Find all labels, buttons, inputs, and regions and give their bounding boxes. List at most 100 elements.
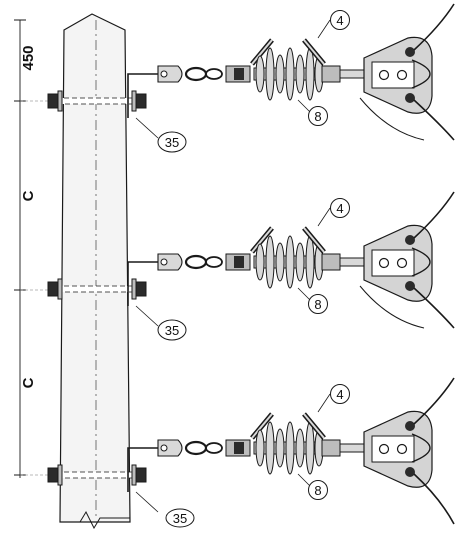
clamp-body <box>371 249 415 277</box>
tie-wire <box>359 285 425 329</box>
callout-8-text: 8 <box>314 109 321 124</box>
conductor-loop <box>411 247 431 277</box>
callout-8-bubble <box>308 294 328 314</box>
callout-35-bubble <box>157 131 187 153</box>
bolt-nut-left <box>47 467 59 483</box>
insulator-shed <box>255 243 265 281</box>
insulator-shed <box>255 429 265 467</box>
insulator-shed <box>295 428 305 468</box>
chain-link <box>184 440 208 456</box>
shackle-pin <box>160 444 168 452</box>
callout-4-bubble <box>330 198 350 218</box>
leader-line <box>135 117 159 139</box>
conductor-upper <box>413 3 455 51</box>
bolt-nut-right <box>135 467 147 483</box>
leader-line <box>297 99 311 113</box>
dimension-label-middle: C <box>20 190 37 201</box>
end-fitting <box>321 439 341 457</box>
bolt-nut-left <box>47 281 59 297</box>
socket-fitting-dark <box>234 256 244 268</box>
leader-line <box>317 207 331 227</box>
insulator-shed <box>305 47 315 101</box>
pole-body <box>59 13 131 523</box>
callout-4-text: 4 <box>336 387 343 402</box>
pole-break-line <box>60 510 130 530</box>
clamp-bolt <box>378 443 390 455</box>
insulator-assembly: 4 8 35 <box>47 377 455 528</box>
cotter-pin-highlight <box>303 227 325 253</box>
callout-8-text: 8 <box>314 483 321 498</box>
callout-8-text: 8 <box>314 297 321 312</box>
through-bolt <box>55 471 145 479</box>
plate-hole <box>405 47 415 57</box>
insulator-shed <box>285 421 295 475</box>
conductor-lower <box>413 287 455 329</box>
dimension-chain: 450 C C <box>14 19 52 478</box>
conductor-lower <box>413 473 455 525</box>
bolt-washer-right <box>131 464 137 486</box>
pole <box>59 13 131 530</box>
insulator-shed <box>285 47 295 101</box>
callout-4-text: 4 <box>336 201 343 216</box>
tie-wire <box>359 97 425 141</box>
cotter-pin-highlight <box>251 227 273 253</box>
bolt-nut-right <box>135 281 147 297</box>
cotter-pin-highlight <box>251 413 273 439</box>
clamp-bolt <box>396 443 408 455</box>
through-bolt <box>55 285 145 293</box>
dimension-label-top: 450 <box>20 45 37 70</box>
end-fitting <box>321 253 341 271</box>
pole-bracket <box>127 261 160 306</box>
insulator-shed <box>295 242 305 282</box>
pole-bracket <box>127 73 160 118</box>
insulator-assembly: 4 8 35 <box>47 3 455 153</box>
callout-35-bubble <box>157 319 187 341</box>
chain-link <box>205 442 223 454</box>
socket-fitting-dark <box>234 442 244 454</box>
callout-4-text: 4 <box>336 13 343 28</box>
pole-bracket <box>127 447 160 492</box>
callout-35-text: 35 <box>165 135 179 150</box>
cotter-pin-highlight <box>303 39 325 65</box>
insulator-shed <box>275 54 285 94</box>
conductor-upper <box>413 191 455 239</box>
bolt-nut-left <box>47 93 59 109</box>
insulator-shed <box>265 421 275 475</box>
leader-line <box>135 491 159 513</box>
insulator-shed <box>285 235 295 289</box>
chain-link <box>184 66 208 82</box>
insulator-shed <box>305 421 315 475</box>
clamp-body <box>371 61 415 89</box>
plate-hole <box>405 281 415 291</box>
leader-line <box>317 393 331 413</box>
callout-8-bubble <box>308 480 328 500</box>
callout-4-bubble <box>330 10 350 30</box>
clamp-bolt <box>378 69 390 81</box>
insulator-shed <box>265 47 275 101</box>
bolt-washer-left <box>57 278 63 300</box>
conductor-loop <box>411 59 431 89</box>
insulator-assembly: 4 8 35 <box>47 191 455 341</box>
bolt-nut-right <box>135 93 147 109</box>
insulator-shed <box>255 55 265 93</box>
insulator-shed <box>295 54 305 94</box>
shackle-pin <box>160 258 168 266</box>
insulator-sheds <box>253 235 325 289</box>
leader-line <box>297 473 311 487</box>
dimension-label-lower: C <box>20 377 37 388</box>
clamp-bolt <box>396 69 408 81</box>
plate-hole <box>405 235 415 245</box>
bolt-washer-right <box>131 278 137 300</box>
socket-fitting-dark <box>234 68 244 80</box>
bolt-washer-right <box>131 90 137 112</box>
plate-hole <box>405 467 415 477</box>
bolt-washer-left <box>57 90 63 112</box>
callout-35-text: 35 <box>165 323 179 338</box>
clevis-shackle <box>157 439 183 457</box>
leader-line <box>297 287 311 301</box>
chain-link <box>205 256 223 268</box>
clamp-bolt <box>378 257 390 269</box>
clevis-shackle <box>157 253 183 271</box>
chain-link <box>184 254 208 270</box>
callout-8-bubble <box>308 106 328 126</box>
